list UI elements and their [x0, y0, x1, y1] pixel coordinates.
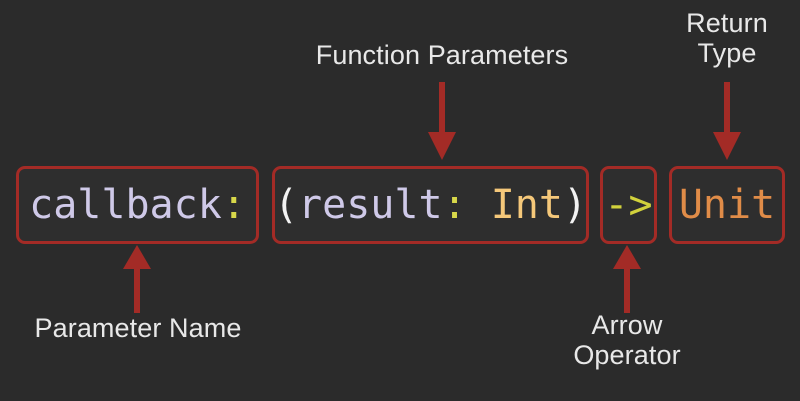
token-space — [467, 182, 491, 228]
token-result-colon: : — [442, 182, 467, 228]
code-signature-row: callback: (result: Int) -> Unit — [0, 166, 800, 246]
token-open-paren: ( — [273, 182, 299, 228]
arrow-down-to-return-type-icon — [711, 82, 743, 160]
label-return-type: Return Type — [686, 8, 768, 69]
token-int: Int — [490, 182, 563, 228]
arrow-down-to-function-parameters-icon — [426, 82, 458, 160]
code-box-function-parameters[interactable]: (result: Int) — [272, 166, 589, 244]
code-box-return-type[interactable]: Unit — [669, 166, 785, 244]
token-callback: callback — [29, 182, 222, 228]
token-callback-colon: : — [221, 182, 246, 228]
arrow-up-to-arrow-operator-icon — [611, 245, 643, 313]
label-function-parameters: Function Parameters — [315, 40, 569, 70]
token-result: result — [298, 182, 443, 228]
arrow-up-to-parameter-name-icon — [121, 245, 153, 313]
token-unit: Unit — [678, 182, 776, 228]
token-arrow: -> — [604, 182, 653, 228]
token-close-paren: ) — [562, 182, 588, 228]
code-box-arrow-operator[interactable]: -> — [600, 166, 657, 244]
label-parameter-name: Parameter Name — [34, 313, 242, 343]
label-arrow-operator: Arrow Operator — [573, 310, 681, 371]
code-box-parameter-name[interactable]: callback: — [16, 166, 259, 244]
